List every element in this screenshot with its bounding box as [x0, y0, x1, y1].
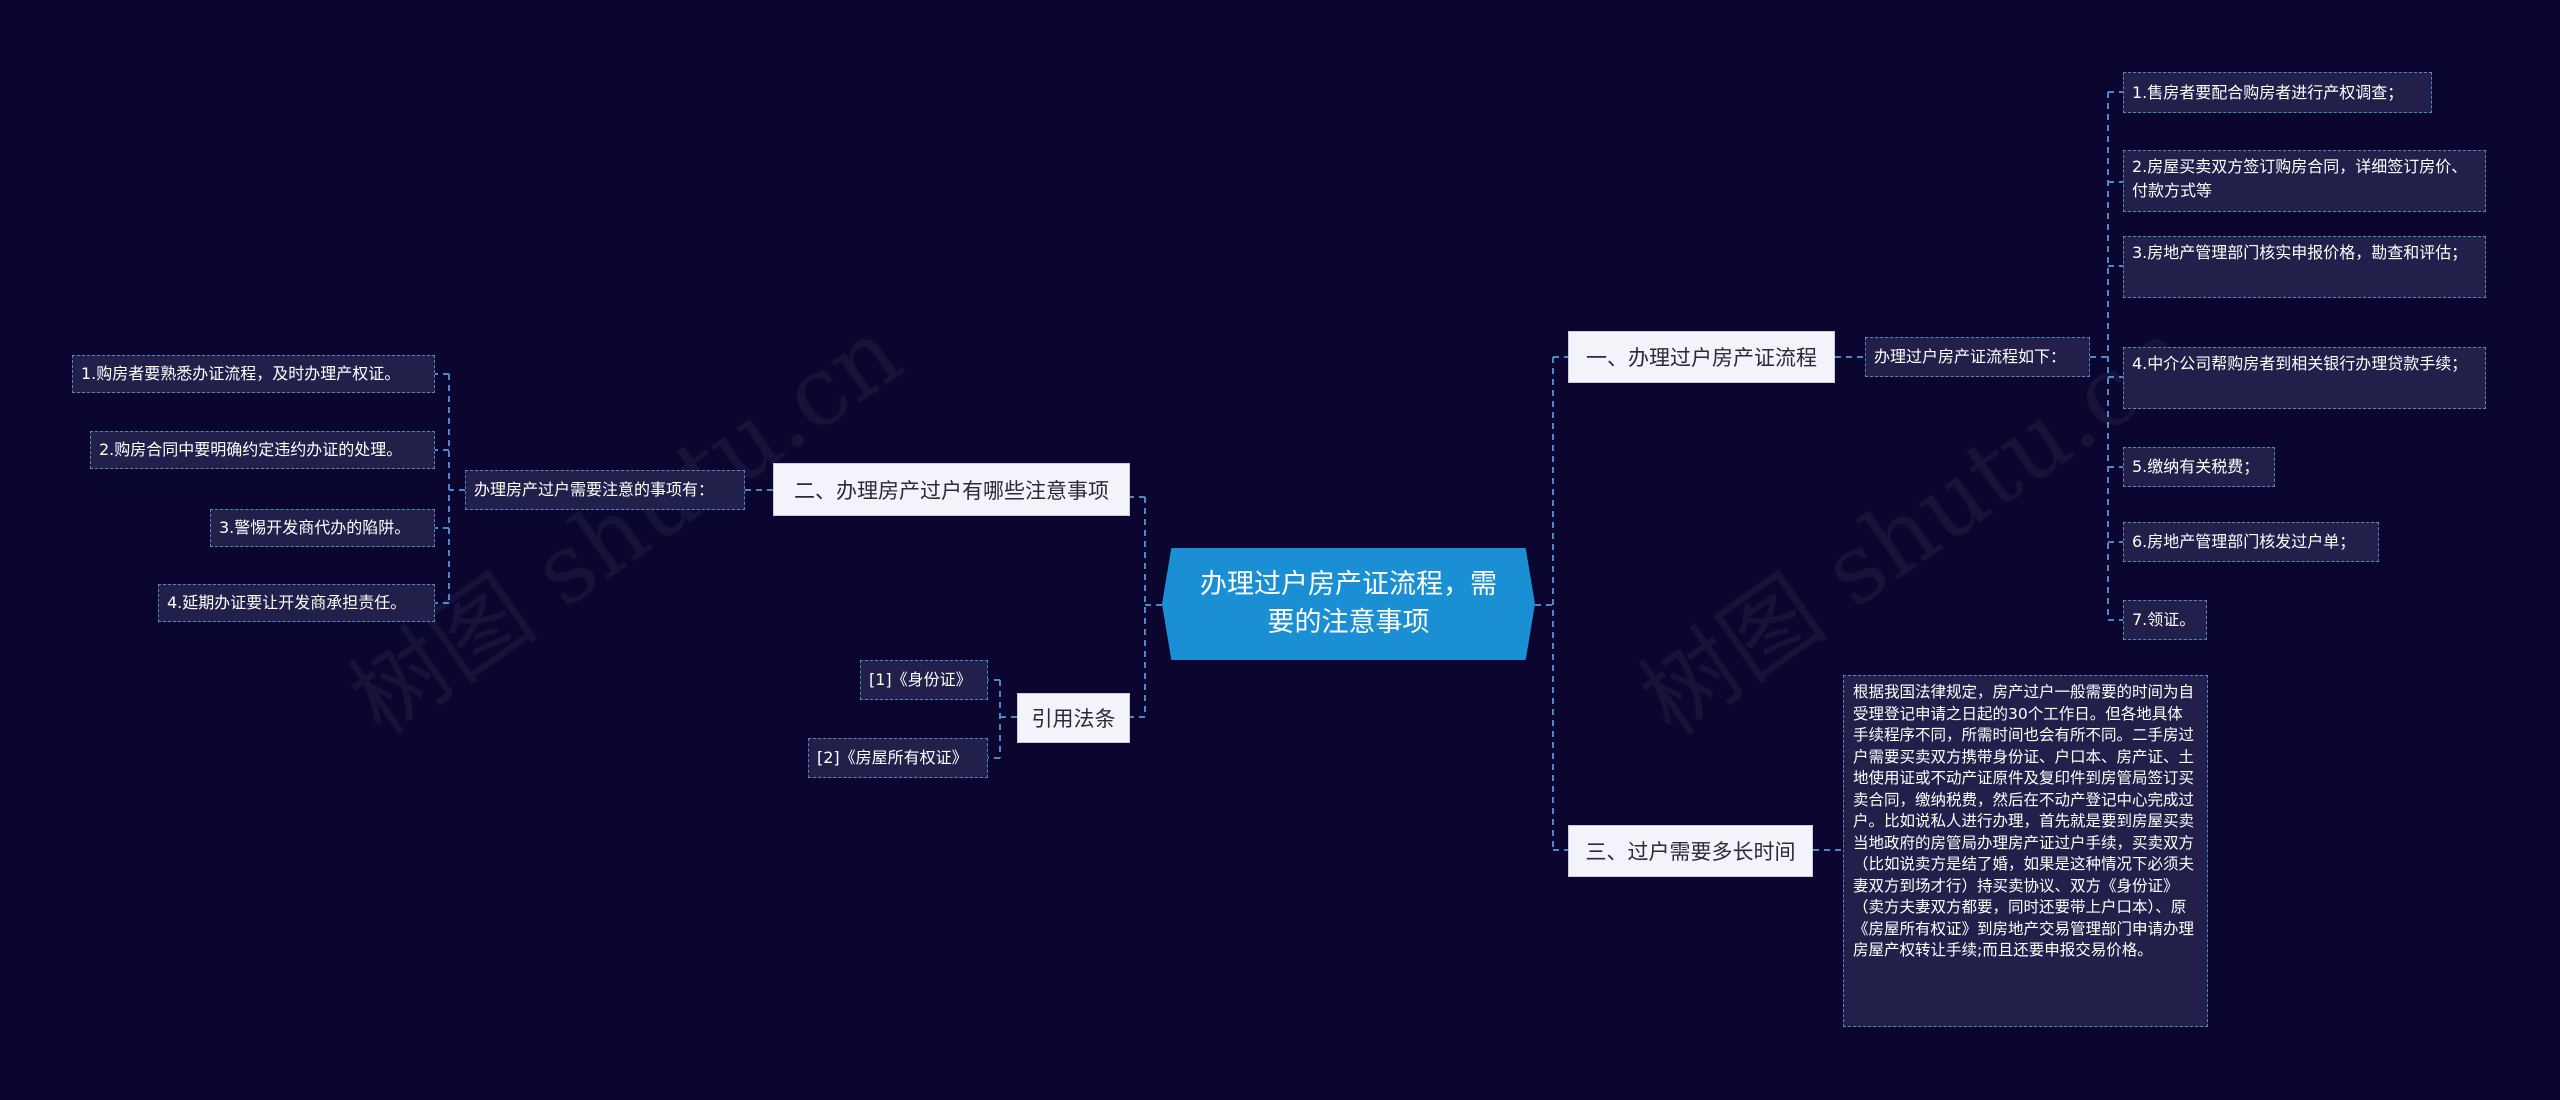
note-item-4[interactable]: 4.延期办证要让开发商承担责任。 — [158, 584, 435, 622]
process-step-2[interactable]: 2.房屋买卖双方签订购房合同，详细签订房价、付款方式等 — [2123, 150, 2486, 212]
subtopic-notes-intro[interactable]: 办理房产过户需要注意的事项有： — [465, 470, 745, 510]
process-step-5[interactable]: 5.缴纳有关税费； — [2123, 447, 2275, 487]
process-step-3[interactable]: 3.房地产管理部门核实申报价格，勘查和评估； — [2123, 236, 2486, 298]
note-item-3[interactable]: 3.警惕开发商代办的陷阱。 — [210, 509, 435, 547]
duration-description[interactable]: 根据我国法律规定，房产过户一般需要的时间为自受理登记申请之日起的30个工作日。但… — [1843, 675, 2208, 1027]
branch-transfer-duration[interactable]: 三、过户需要多长时间 — [1568, 825, 1813, 877]
branch-transfer-process[interactable]: 一、办理过户房产证流程 — [1568, 331, 1835, 383]
branch-transfer-notes[interactable]: 二、办理房产过户有哪些注意事项 — [773, 463, 1130, 516]
process-step-4[interactable]: 4.中介公司帮购房者到相关银行办理贷款手续； — [2123, 347, 2486, 409]
process-step-1[interactable]: 1.售房者要配合购房者进行产权调查； — [2123, 72, 2432, 113]
branch-cited-laws[interactable]: 引用法条 — [1017, 693, 1130, 743]
law-item-2[interactable]: [2]《房屋所有权证》 — [808, 738, 988, 778]
root-topic[interactable]: 办理过户房产证流程，需要的注意事项 — [1162, 548, 1535, 660]
process-step-7[interactable]: 7.领证。 — [2123, 600, 2207, 640]
process-step-6[interactable]: 6.房地产管理部门核发过户单； — [2123, 522, 2379, 562]
note-item-2[interactable]: 2.购房合同中要明确约定违约办证的处理。 — [90, 431, 435, 469]
law-item-1[interactable]: [1]《身份证》 — [860, 660, 988, 700]
subtopic-process-intro[interactable]: 办理过户房产证流程如下： — [1865, 337, 2090, 377]
note-item-1[interactable]: 1.购房者要熟悉办证流程，及时办理产权证。 — [72, 355, 435, 393]
